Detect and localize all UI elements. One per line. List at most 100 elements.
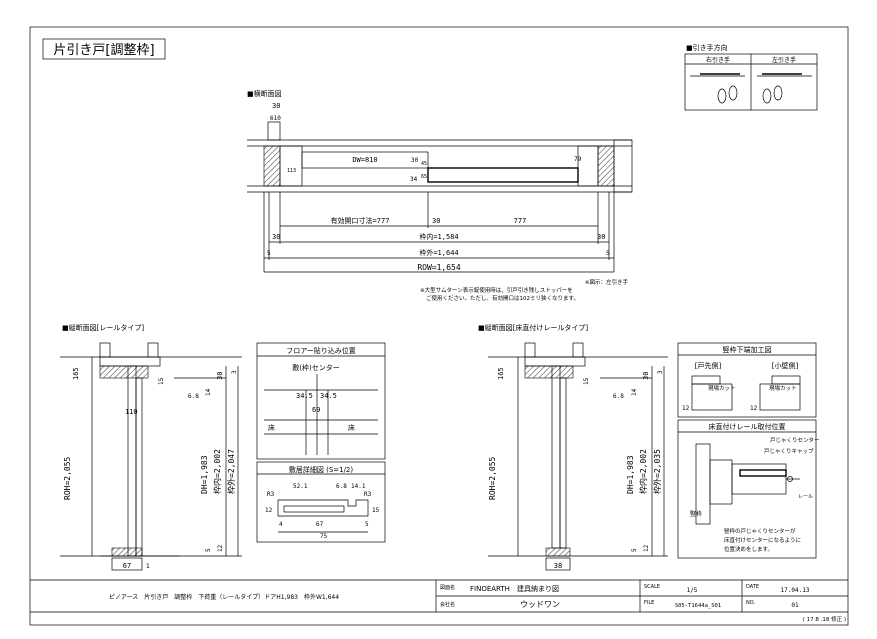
svg-text:12: 12 bbox=[643, 544, 650, 552]
svg-text:3: 3 bbox=[231, 370, 238, 374]
footprint-icon bbox=[773, 85, 783, 101]
frame-processing-panel: 竪枠下端加工図 [戸先側] [小壁側] 現場カット 現場カット 12 12 床直… bbox=[677, 342, 820, 559]
svg-text:1: 1 bbox=[146, 563, 150, 570]
svg-text:165: 165 bbox=[497, 367, 505, 380]
svg-text:65: 65 bbox=[421, 174, 427, 180]
svg-text:R3: R3 bbox=[267, 491, 275, 498]
svg-text:FILE: FILE bbox=[644, 600, 654, 606]
svg-text:竪枠: 竪枠 bbox=[690, 510, 702, 518]
svg-text:15: 15 bbox=[158, 377, 165, 385]
svg-text:3: 3 bbox=[657, 370, 664, 374]
footprint-icon bbox=[728, 85, 738, 101]
svg-text:5: 5 bbox=[205, 548, 212, 552]
svg-text:38: 38 bbox=[554, 562, 562, 570]
plan-section-heading: ■横断面図 bbox=[247, 89, 282, 98]
sheet-border bbox=[29, 26, 849, 626]
svg-text:6.8: 6.8 bbox=[188, 393, 199, 400]
svg-text:現場カット: 現場カット bbox=[769, 384, 797, 392]
svg-text:15: 15 bbox=[372, 507, 380, 514]
svg-text:戸じゃくりセンター: 戸じゃくりセンター bbox=[770, 436, 820, 444]
svg-text:位置決めをします。: 位置決めをします。 bbox=[724, 545, 773, 553]
vertical-section-floor: ■縦断面図[床直付けレールタイプ] 165 15 30 6.8 14 3 ROH… bbox=[478, 323, 668, 571]
svg-text:75: 75 bbox=[320, 533, 328, 540]
svg-text:30: 30 bbox=[411, 157, 419, 164]
svg-text:30: 30 bbox=[272, 233, 280, 241]
rail-dh: DH=1,983 bbox=[200, 455, 209, 494]
handle-direction-box: ■引き手方向 右引き手 左引き手 bbox=[684, 43, 818, 111]
svg-text:45: 45 bbox=[421, 161, 427, 167]
svg-text:34.5: 34.5 bbox=[320, 392, 337, 400]
svg-text:113: 113 bbox=[287, 168, 296, 174]
scale-value: 1/5 bbox=[687, 587, 698, 594]
rail-section-heading: ■縦断面図[レールタイプ] bbox=[62, 323, 144, 332]
drawing-name: FINOEARTH 建具納まり図 bbox=[470, 584, 559, 593]
dw-dimension: DW=810 bbox=[352, 156, 377, 164]
handle-direction-heading: ■引き手方向 bbox=[686, 43, 728, 52]
svg-text:5: 5 bbox=[631, 548, 638, 552]
title-block: ピノアース 片引き戸 調整枠 下荷重（レールタイプ）ドアH1,983 枠外W1,… bbox=[30, 580, 848, 623]
caution-note-2: ご使用ください。ただし、有効開口は102ミリ狭くなります。 bbox=[426, 294, 579, 302]
svg-text:6.8: 6.8 bbox=[613, 393, 624, 400]
sill-detail-heading: 敷居詳細図 (S=1/2) bbox=[289, 465, 354, 474]
svg-text:12: 12 bbox=[682, 405, 690, 412]
svg-text:4: 4 bbox=[279, 521, 283, 528]
svg-text:戸じゃくりキャップ: 戸じゃくりキャップ bbox=[764, 448, 814, 455]
footprint-icon bbox=[717, 88, 727, 104]
svg-text:NO.: NO. bbox=[746, 600, 755, 606]
svg-text:DATE: DATE bbox=[746, 584, 759, 590]
svg-text:図面名: 図面名 bbox=[440, 584, 455, 591]
date-value: 17.04.13 bbox=[781, 587, 810, 594]
svg-text:67: 67 bbox=[123, 562, 131, 570]
svg-text:777: 777 bbox=[514, 217, 527, 225]
company-name: ウッドワン bbox=[520, 600, 560, 609]
rail-outer-height: 枠外=2,047 bbox=[226, 449, 236, 494]
inner-width: 枠内=1,584 bbox=[419, 232, 458, 241]
svg-text:現場カット: 現場カット bbox=[708, 384, 736, 392]
svg-text:69: 69 bbox=[312, 406, 320, 414]
rail-position-heading: 床直付けレール取付位置 bbox=[709, 422, 786, 431]
floor-section-heading: ■縦断面図[床直付けレールタイプ] bbox=[478, 323, 588, 332]
svg-text:14: 14 bbox=[205, 388, 212, 396]
plan-section: ■横断面図 30 610 DW=810 30 45 79 113 34 65 bbox=[247, 89, 633, 302]
footprint-icon bbox=[762, 88, 772, 104]
svg-text:5: 5 bbox=[365, 521, 369, 528]
title-box bbox=[42, 38, 166, 60]
svg-text:15: 15 bbox=[583, 377, 590, 385]
svg-text:52.1: 52.1 bbox=[293, 483, 308, 490]
row-dimension: ROW=1,654 bbox=[417, 263, 461, 272]
floor-roh: ROH=2,055 bbox=[488, 456, 497, 500]
svg-text:竪枠の戸じゃくりセンターが: 竪枠の戸じゃくりセンターが bbox=[724, 527, 796, 535]
number-value: 01 bbox=[791, 602, 799, 609]
left-handle-label: 左引き手 bbox=[772, 56, 796, 64]
svg-text:30: 30 bbox=[642, 372, 650, 380]
svg-text:165: 165 bbox=[72, 367, 80, 380]
vertical-section-rail: ■縦断面図[レールタイプ] 165 110 15 30 6.8 14 3 ROH… bbox=[60, 323, 242, 571]
svg-text:67: 67 bbox=[316, 521, 324, 528]
svg-text:6.8: 6.8 bbox=[336, 483, 347, 490]
svg-text:30: 30 bbox=[432, 217, 440, 225]
svg-text:R3: R3 bbox=[364, 491, 372, 498]
svg-text:会社名: 会社名 bbox=[440, 601, 455, 608]
outer-width: 枠外=1,644 bbox=[419, 248, 458, 257]
file-value: S05-T1644a_S01 bbox=[675, 603, 721, 609]
sheet-title: 片引き戸[調整枠] bbox=[53, 43, 154, 58]
svg-text:[戸先側]: [戸先側] bbox=[695, 361, 722, 370]
svg-text:[小壁側]: [小壁側] bbox=[772, 361, 799, 370]
svg-text:79: 79 bbox=[574, 156, 582, 163]
svg-text:5: 5 bbox=[267, 250, 271, 257]
svg-text:床: 床 bbox=[268, 423, 275, 432]
rail-roh: ROH=2,055 bbox=[63, 456, 72, 500]
svg-text:5: 5 bbox=[606, 250, 610, 257]
product-description: ピノアース 片引き戸 調整枠 下荷重（レールタイプ）ドアH1,983 枠外W1,… bbox=[109, 593, 339, 601]
svg-text:12: 12 bbox=[217, 544, 224, 552]
svg-text:610: 610 bbox=[270, 115, 281, 122]
floor-dh: DH=1,983 bbox=[626, 455, 635, 494]
floor-panel-heading: フロアー貼り込み位置 bbox=[286, 346, 356, 355]
floor-outer-height: 枠外=2,035 bbox=[652, 449, 662, 494]
svg-text:SCALE: SCALE bbox=[644, 584, 660, 590]
svg-text:敷(枠)センター: 敷(枠)センター bbox=[292, 363, 339, 372]
svg-text:34: 34 bbox=[410, 176, 418, 183]
svg-text:12: 12 bbox=[750, 405, 758, 412]
svg-text:床: 床 bbox=[348, 423, 355, 432]
